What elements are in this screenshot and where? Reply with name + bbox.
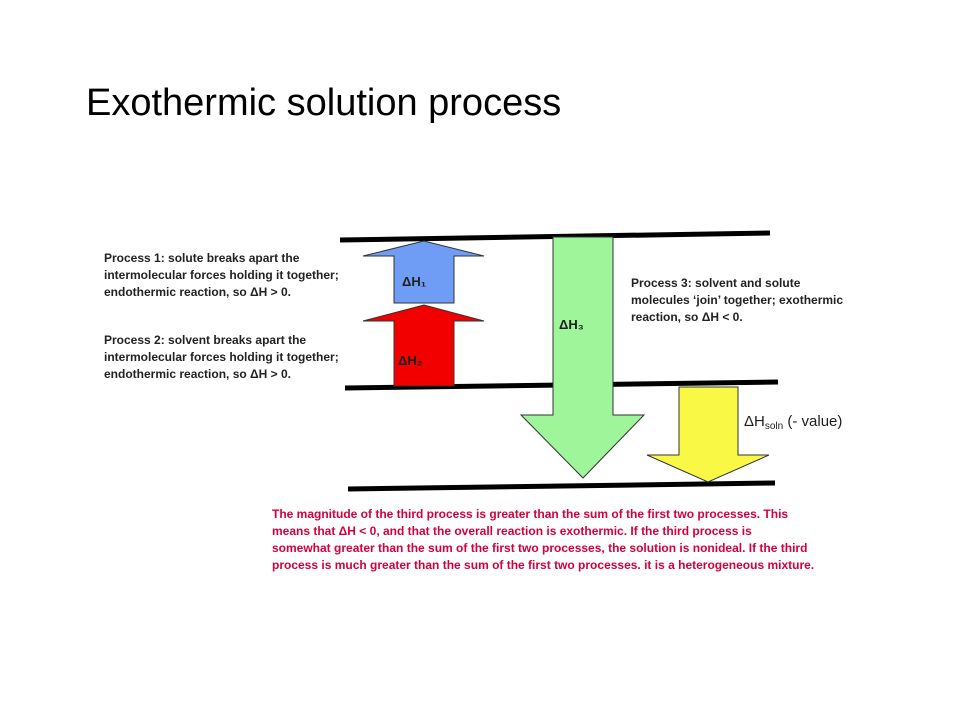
delta-h3-label: ΔH₃	[559, 317, 584, 332]
delta-h3-arrow	[519, 236, 646, 479]
delta-hsoln-subscript: soln	[764, 421, 784, 432]
delta-h2-label: ΔH₂	[398, 353, 423, 368]
delta-hsoln-suffix: (- value)	[783, 413, 843, 430]
process-2-note: Process 2: solvent breaks apart the inte…	[104, 333, 339, 381]
process-3-note: Process 3: solvent and solute molecules …	[631, 276, 844, 324]
delta-h2-arrow	[362, 304, 485, 387]
energy-level-bottom	[347, 480, 776, 492]
delta-hsoln-label: ΔHsoln (- value)	[744, 413, 842, 432]
slide-title: Exothermic solution process	[86, 82, 562, 124]
delta-h1-label: ΔH₁	[402, 274, 427, 289]
delta-hsoln-arrow	[646, 386, 770, 483]
delta-h1-arrow	[362, 240, 485, 304]
process-1-note: Process 1: solute breaks apart the inter…	[104, 251, 339, 299]
conclusion-text: The magnitude of the third process is gr…	[272, 507, 815, 572]
delta-hsoln-main: ΔH	[744, 413, 765, 430]
